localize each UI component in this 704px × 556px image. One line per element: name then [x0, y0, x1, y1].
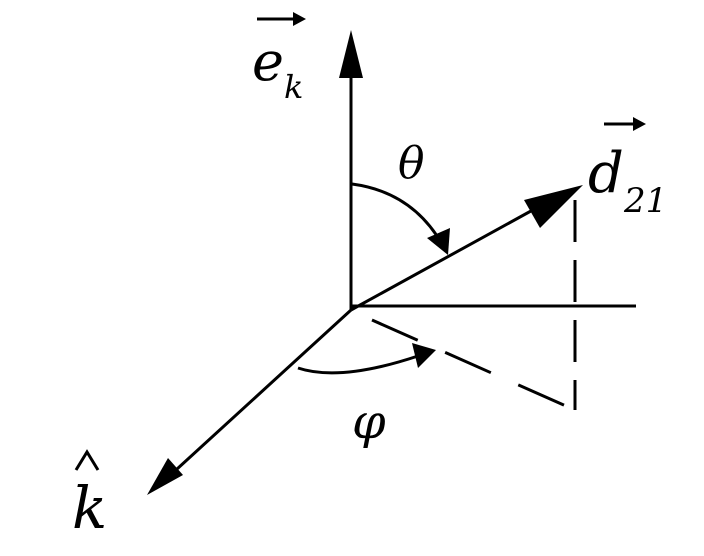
phi-label: φ [352, 394, 386, 450]
d21-label: d [588, 141, 624, 206]
k-hat-axis [163, 308, 353, 482]
d21-arrowhead [524, 185, 583, 228]
e-k-subscript: k [284, 68, 303, 106]
projection-ground-dashed [371, 318, 576, 412]
k-hat-arrowhead [147, 458, 183, 495]
theta-arc [351, 182, 444, 245]
e-k-arrowhead [339, 30, 363, 78]
theta-label: θ [398, 138, 425, 189]
d21-vector-line [350, 193, 561, 312]
k-hat-hat [74, 449, 100, 471]
e-k-vector-arrow-head [293, 12, 306, 26]
d21-subscript: 21 [623, 181, 667, 221]
phi-arc [297, 354, 419, 375]
theta-arrowhead [427, 228, 450, 255]
d21-vector-arrow-head [633, 117, 646, 131]
e-k-label: e [252, 30, 284, 93]
k-hat-label: k [72, 474, 107, 542]
phi-arrowhead [412, 343, 436, 368]
